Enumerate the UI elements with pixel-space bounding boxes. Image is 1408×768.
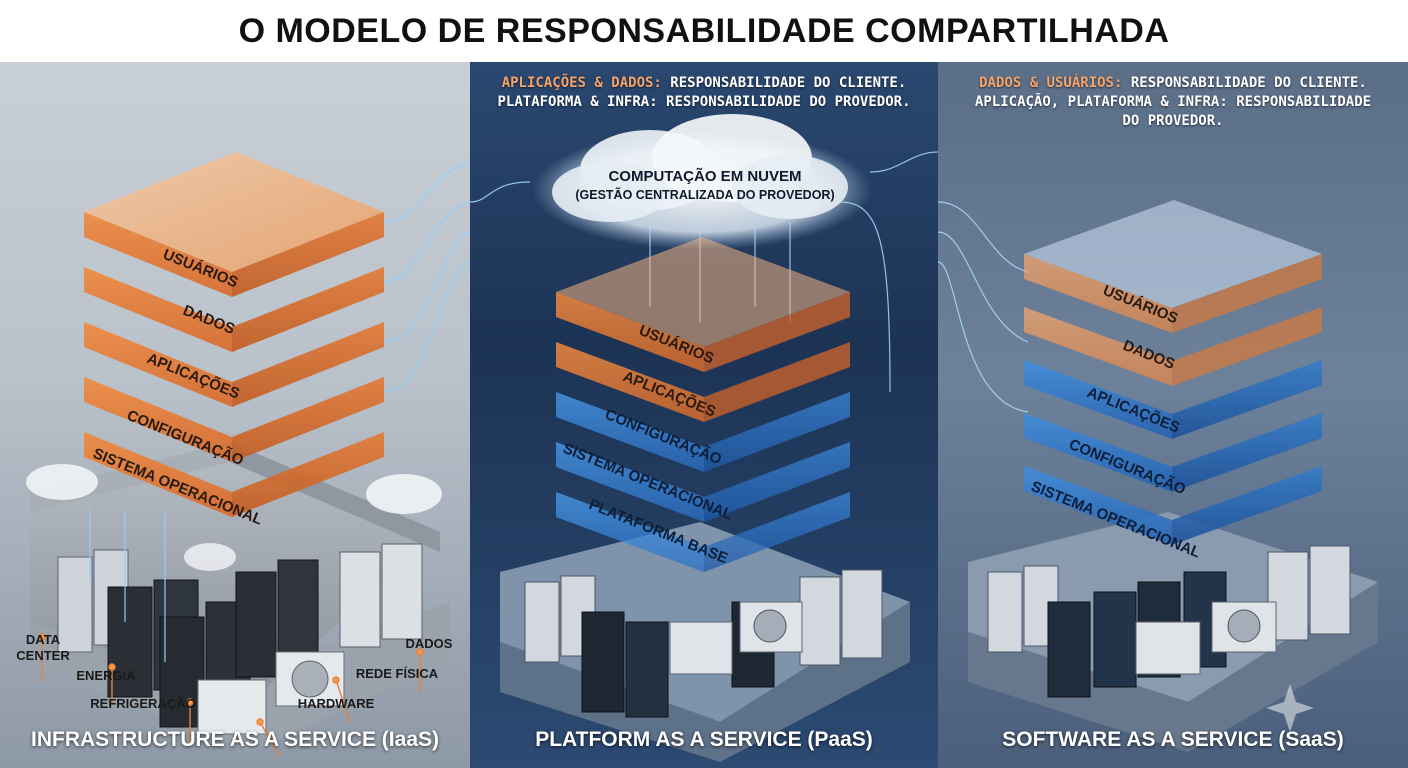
saas-footer: SOFTWARE AS A SERVICE (SaaS) xyxy=(1002,728,1344,751)
cooling-units xyxy=(197,651,345,735)
saas-room-base xyxy=(968,582,1378,752)
saas-header-line1: RESPONSABILIDADE DO CLIENTE. xyxy=(1122,75,1367,91)
sparkle-icon xyxy=(1266,684,1314,732)
saas-panel: USUÁRIOS DADOS APLICAÇÕES CONFIGURAÇÃO S… xyxy=(938,62,1408,768)
saas-connectors xyxy=(938,201,1029,413)
paas-slab-5 xyxy=(556,492,850,572)
iaas-leader-lines xyxy=(38,633,424,758)
iaas-connectors xyxy=(89,161,470,662)
saas-slab-5 xyxy=(1024,466,1322,545)
paas-panel: USUÁRIOS APLICAÇÕES CONFIGURAÇÃO SISTEMA… xyxy=(470,62,938,768)
infra-label-energia: ENERGIA xyxy=(76,668,136,683)
saas-layer-stack xyxy=(1024,200,1322,545)
paas-header-line1: RESPONSABILIDADE DO CLIENTE. xyxy=(661,75,907,91)
saas-scene: USUÁRIOS DADOS APLICAÇÕES CONFIGURAÇÃO S… xyxy=(938,200,1378,752)
data-center-line2: CENTER xyxy=(16,648,70,663)
saas-header-line3: DO PROVEDOR. xyxy=(1122,113,1224,129)
saas-slab-3 xyxy=(1024,360,1322,439)
room-wall-right xyxy=(230,442,440,552)
small-cloud-mid xyxy=(184,543,236,571)
iaas-slab-1 xyxy=(84,152,384,297)
paas-room-base xyxy=(500,602,910,762)
infra-label-hardware: HARDWARE xyxy=(297,696,375,711)
paas-scene: USUÁRIOS APLICAÇÕES CONFIGURAÇÃO SISTEMA… xyxy=(470,114,938,762)
saas-slab-2 xyxy=(1024,307,1322,386)
saas-header: DADOS & USUÁRIOS: RESPONSABILIDADE DO CL… xyxy=(938,74,1408,131)
paas-slab-4 xyxy=(556,442,850,522)
data-center-line1: DATA xyxy=(25,632,61,647)
iaas-slab-4 xyxy=(84,377,384,462)
iaas-slab-2 xyxy=(84,267,384,352)
cloud-label-line2: (GESTÃO CENTRALIZADA DO PROVEDOR) xyxy=(575,188,835,202)
paas-slab-2 xyxy=(556,342,850,422)
infra-label-rede-fisica: REDE FÍSICA xyxy=(355,666,439,681)
paas-cooling-units xyxy=(669,601,803,675)
iaas-slab-3 xyxy=(84,322,384,407)
paas-header-highlight: APLICAÇÕES & DADOS: xyxy=(501,75,662,91)
paas-slab-3 xyxy=(556,392,850,472)
paas-server-racks xyxy=(524,569,883,718)
paas-footer: PLATFORM AS A SERVICE (PaaS) xyxy=(535,728,873,751)
iaas-slab-5 xyxy=(84,432,384,517)
iaas-footer: INFRASTRUCTURE AS A SERVICE (IaaS) xyxy=(31,728,439,751)
paas-header-line2: PLATAFORMA & INFRA: RESPONSABILIDADE DO … xyxy=(497,94,911,110)
cloud-shape xyxy=(532,114,872,250)
paas-layer-stack xyxy=(556,237,850,572)
saas-header-highlight: DADOS & USUÁRIOS: xyxy=(979,75,1123,91)
cloud-label: COMPUTAÇÃO EM NUVEM (GESTÃO CENTRALIZADA… xyxy=(540,168,870,202)
saas-slab-4 xyxy=(1024,413,1322,492)
infra-label-refrigeracao: REFRIGERAÇÃO xyxy=(90,696,196,711)
title-bar: O MODELO DE RESPONSABILIDADE COMPARTILHA… xyxy=(0,0,1408,62)
small-cloud-right xyxy=(366,474,442,514)
infra-label-data-center: DATA CENTER xyxy=(8,632,78,664)
paas-slab-1 xyxy=(556,237,850,372)
paas-header: APLICAÇÕES & DADOS: RESPONSABILIDADE DO … xyxy=(470,74,938,112)
infra-label-dados: DADOS xyxy=(405,636,453,651)
saas-cooling-units xyxy=(1135,601,1277,675)
iaas-layer-stack xyxy=(84,152,384,517)
iaas-scene: USUÁRIOS DADOS APLICAÇÕES CONFIGURAÇÃO S… xyxy=(26,152,470,758)
saas-header-line2: APLICAÇÃO, PLATAFORMA & INFRA: RESPONSAB… xyxy=(974,94,1372,110)
cloud-label-line1: COMPUTAÇÃO EM NUVEM xyxy=(608,168,802,185)
iaas-panel: USUÁRIOS DADOS APLICAÇÕES CONFIGURAÇÃO S… xyxy=(0,62,470,768)
saas-slab-1 xyxy=(1024,200,1322,333)
small-cloud-left xyxy=(26,464,98,500)
page-title: O MODELO DE RESPONSABILIDADE COMPARTILHA… xyxy=(238,11,1170,50)
